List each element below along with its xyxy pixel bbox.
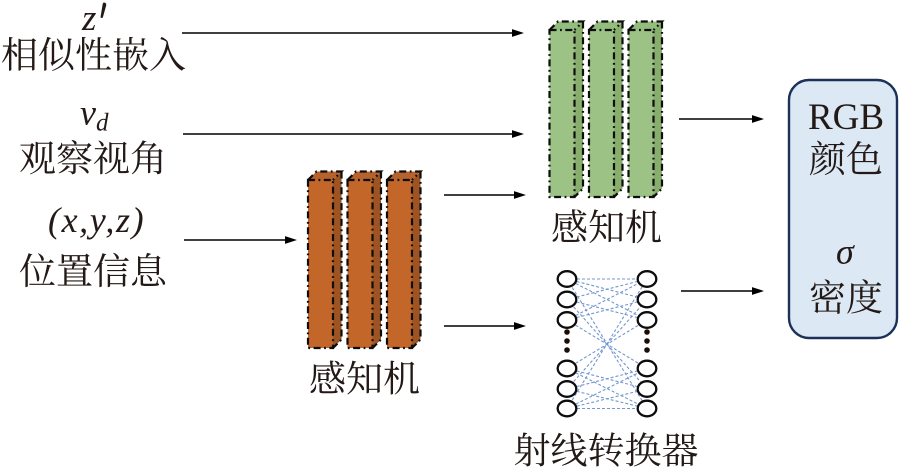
svg-text:RGB: RGB [808,97,884,138]
svg-text:vd: vd [80,93,109,137]
svg-text:(x,y,z): (x,y,z) [48,200,145,240]
svg-text:σ: σ [836,232,855,272]
svg-text:z: z [81,0,96,39]
